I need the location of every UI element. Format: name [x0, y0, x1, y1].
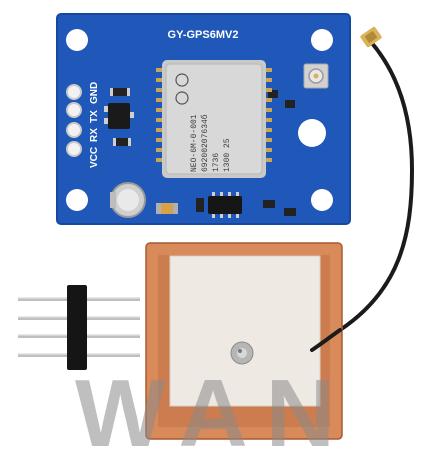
watermark: WAN	[75, 360, 353, 450]
pin-holes	[66, 84, 82, 157]
smd-components	[104, 88, 296, 218]
ufl-socket	[303, 63, 329, 89]
pin-label-vcc: VCC	[89, 147, 100, 168]
neo6m-module: NEO-6M-0-001 69200207634б 1736 1300 25	[156, 60, 272, 178]
antenna-cable-end	[310, 328, 342, 352]
module-text-line-2: 69200207634б	[201, 114, 210, 172]
module-text-line-3: 1736	[212, 153, 221, 172]
mounting-hole	[66, 189, 88, 211]
module-text-line-4: 1300 25	[223, 138, 232, 172]
ublox-logo-icon	[175, 91, 189, 105]
board-title: GY-GPS6MV2	[168, 29, 239, 41]
mounting-hole	[311, 189, 333, 211]
mounting-hole	[66, 29, 88, 51]
gps-board: GY-GPS6MV2 VCC RX TX GND	[56, 13, 351, 225]
module-text-line-1: NEO-6M-0-001	[190, 114, 199, 172]
pin-header	[18, 285, 140, 370]
pin-label-gnd: GND	[89, 82, 100, 104]
antenna-cable	[338, 40, 415, 332]
mounting-hole	[311, 29, 333, 51]
pin-label-rx: RX	[89, 128, 100, 142]
backup-battery	[110, 182, 146, 218]
pin-label-tx: TX	[89, 110, 100, 123]
ublox-logo-icon	[175, 73, 189, 87]
ufl-connector	[360, 26, 382, 48]
patch-antenna	[145, 242, 343, 440]
mounting-hole	[298, 119, 326, 147]
